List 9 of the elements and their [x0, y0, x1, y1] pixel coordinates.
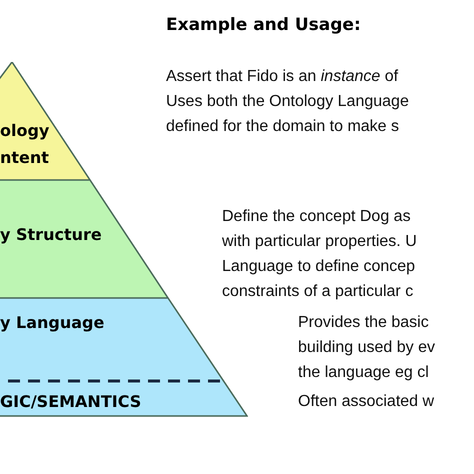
description-text: Define the concept Dog as with particular properties. U Language to define concep constraints of a particular c — [222, 207, 417, 302]
layer-label: ology ntent — [0, 120, 50, 169]
description-text: Assert that Fido is an instance of Uses both the Ontology Language defined for the domain to make s — [166, 67, 409, 137]
layer-label: y Structure — [0, 225, 102, 244]
heading: Example and Usage: — [166, 15, 361, 35]
description-text: Provides the basic building used by ev the language eg cl — [298, 313, 435, 383]
description-text: Often associated w — [298, 392, 434, 412]
layer-label: GIC/SEMANTICS — [0, 392, 142, 411]
layer-label: y Language — [0, 313, 104, 332]
